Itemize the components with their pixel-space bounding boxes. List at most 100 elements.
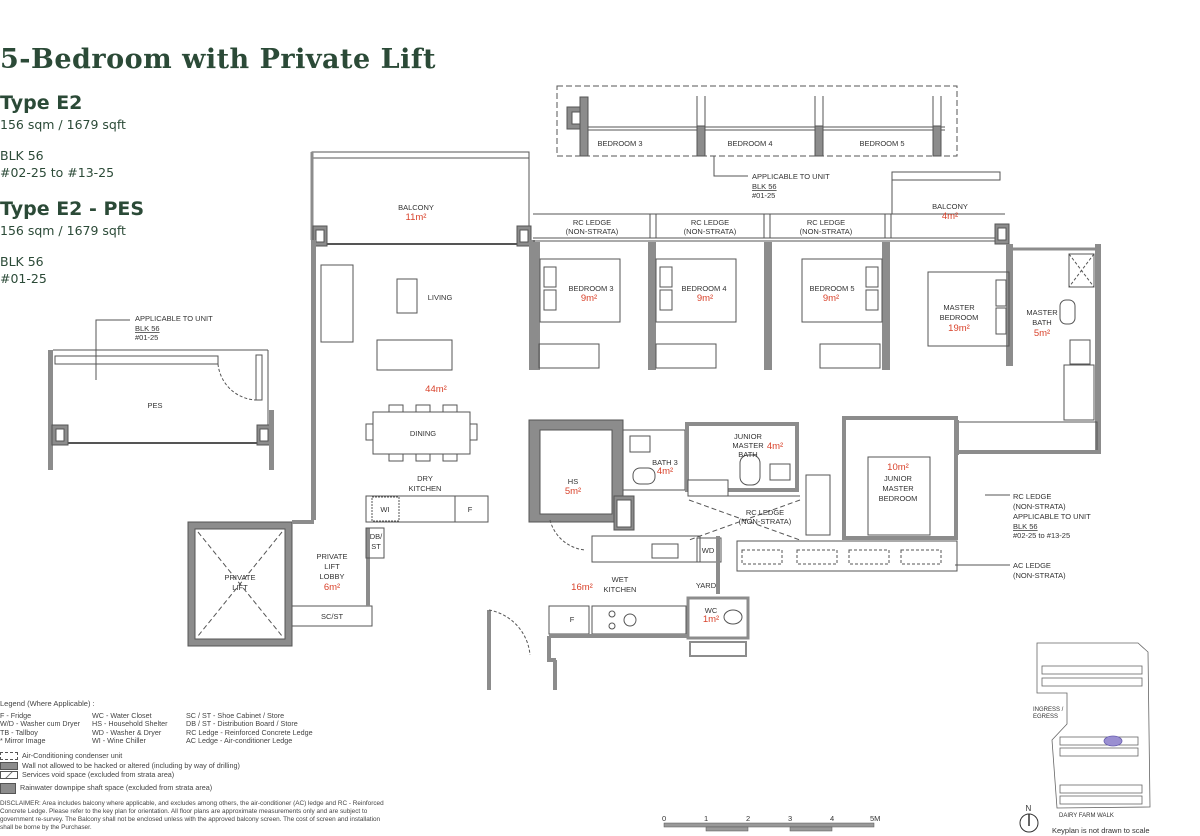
legend-symbol-label: Services void space (excluded from strat…: [22, 770, 175, 780]
legend-symbol-label: Rainwater downpipe shaft space (excluded…: [20, 782, 213, 792]
svg-text:BLK 56: BLK 56: [135, 324, 160, 333]
svg-text:BALCONY: BALCONY: [932, 202, 968, 211]
keyplan-note: Keyplan is not drawn to scale: [1052, 826, 1150, 835]
svg-text:HS: HS: [568, 477, 578, 486]
svg-text:(NON-STRATA): (NON-STRATA): [1013, 571, 1066, 580]
pes-variant-bedrooms-strip: [556, 85, 958, 157]
services-void-icon: [0, 771, 18, 780]
legend-item: W/D - Washer cum Dryer: [0, 719, 80, 729]
svg-text:BEDROOM: BEDROOM: [879, 494, 918, 503]
svg-text:KITCHEN: KITCHEN: [604, 585, 637, 594]
svg-text:1m²: 1m²: [703, 614, 719, 625]
svg-text:#01-25: #01-25: [135, 333, 158, 342]
svg-text:5m²: 5m²: [565, 486, 581, 497]
svg-text:3: 3: [788, 814, 792, 823]
svg-text:PRIVATE: PRIVATE: [317, 552, 348, 561]
svg-text:ST: ST: [371, 542, 381, 551]
rainwater-shaft-icon: [0, 782, 16, 794]
svg-text:BALCONY: BALCONY: [398, 203, 434, 212]
svg-text:DAIRY FARM WALK: DAIRY FARM WALK: [1059, 813, 1114, 819]
svg-text:N: N: [1026, 804, 1032, 813]
legend-title: Legend (Where Applicable) :: [0, 699, 95, 708]
legend-symbol-label: Air-Conditioning condenser unit: [22, 750, 123, 760]
svg-text:2: 2: [746, 814, 750, 823]
legend-item: F - Fridge: [0, 710, 32, 720]
unit-type-e2-units: #02-25 to #13-25: [0, 165, 115, 180]
unit-type-e2: Type E2: [0, 92, 83, 114]
legend-item: TB - Tallboy: [0, 727, 38, 737]
svg-text:4m²: 4m²: [767, 441, 783, 452]
svg-text:PES: PES: [147, 401, 162, 410]
unit-type-e2-block: BLK 56: [0, 148, 44, 163]
svg-text:APPLICABLE TO UNIT: APPLICABLE TO UNIT: [752, 172, 830, 181]
ac-condenser-icon: [0, 752, 18, 761]
svg-text:JUNIOR: JUNIOR: [734, 432, 763, 441]
svg-text:16m²: 16m²: [571, 582, 593, 593]
svg-text:WI: WI: [380, 505, 389, 514]
svg-text:BATH: BATH: [738, 450, 757, 459]
svg-text:#01-25: #01-25: [752, 191, 775, 200]
legend-item: SC / ST - Shoe Cabinet / Store: [186, 710, 285, 720]
svg-text:5M: 5M: [870, 814, 880, 823]
svg-text:BEDROOM 3: BEDROOM 3: [597, 139, 642, 148]
svg-text:(NON-STRATA): (NON-STRATA): [800, 227, 853, 236]
legend-item: WC - Water Closet: [92, 710, 152, 720]
svg-text:RC LEDGE: RC LEDGE: [573, 218, 611, 227]
svg-text:LOBBY: LOBBY: [319, 572, 344, 581]
svg-text:BATH: BATH: [1032, 318, 1051, 327]
legend: Legend (Where Applicable) : F - Fridge W…: [0, 699, 420, 832]
svg-text:RC LEDGE: RC LEDGE: [746, 508, 784, 517]
legend-item: * Mirror Image: [0, 736, 46, 746]
svg-text:9m²: 9m²: [823, 293, 839, 304]
svg-text:1: 1: [704, 814, 708, 823]
svg-text:BEDROOM: BEDROOM: [940, 313, 979, 322]
svg-text:10m²: 10m²: [887, 462, 909, 473]
legend-item: DB / ST - Distribution Board / Store: [186, 719, 298, 729]
svg-text:MASTER: MASTER: [732, 441, 764, 450]
svg-text:YARD: YARD: [696, 581, 717, 590]
svg-text:BEDROOM 5: BEDROOM 5: [859, 139, 904, 148]
keyplan: INGRESS / EGRESS DAIRY FARM WALK: [1033, 642, 1151, 819]
svg-text:EGRESS: EGRESS: [1033, 714, 1058, 720]
svg-text:44m²: 44m²: [425, 384, 447, 395]
unit-type-e2-pes: Type E2 - PES: [0, 198, 145, 220]
svg-text:WC: WC: [705, 606, 718, 615]
svg-text:0: 0: [662, 814, 666, 823]
svg-text:4m²: 4m²: [657, 466, 673, 477]
svg-text:BLK 56: BLK 56: [1013, 522, 1038, 531]
svg-text:AC LEDGE: AC LEDGE: [1013, 561, 1051, 570]
disclaimer: DISCLAIMER: Area includes balcony where …: [0, 799, 384, 831]
svg-text:LIFT: LIFT: [232, 583, 248, 592]
svg-text:DINING: DINING: [410, 429, 436, 438]
svg-text:BEDROOM 4: BEDROOM 4: [681, 284, 726, 293]
legend-item: RC Ledge - Reinforced Concrete Ledge: [186, 727, 313, 737]
svg-text:APPLICABLE TO UNIT: APPLICABLE TO UNIT: [1013, 512, 1091, 521]
svg-text:WD: WD: [702, 546, 715, 555]
scale-bar: 0 1 2 3 4 5M: [662, 814, 880, 832]
legend-item: WD - Washer & Dryer: [92, 727, 162, 737]
svg-text:INGRESS /: INGRESS /: [1033, 707, 1064, 713]
svg-text:WET: WET: [612, 575, 629, 584]
structural-wall-icon: [0, 761, 18, 770]
svg-text:BEDROOM 4: BEDROOM 4: [727, 139, 772, 148]
svg-text:PRIVATE: PRIVATE: [225, 573, 256, 582]
svg-text:BATH 3: BATH 3: [652, 458, 678, 467]
svg-text:4: 4: [830, 814, 834, 823]
legend-symbol-label: Wall not allowed to be hacked or altered…: [22, 760, 240, 770]
svg-text:DRY: DRY: [417, 474, 433, 483]
svg-text:MASTER: MASTER: [882, 484, 914, 493]
svg-text:DB/: DB/: [370, 532, 383, 541]
svg-text:KITCHEN: KITCHEN: [409, 484, 442, 493]
svg-text:F: F: [570, 615, 575, 624]
svg-text:RC LEDGE: RC LEDGE: [807, 218, 845, 227]
legend-item: HS - Household Shelter: [92, 719, 168, 729]
svg-text:19m²: 19m²: [948, 323, 970, 334]
svg-text:#02-25 to #13-25: #02-25 to #13-25: [1013, 531, 1070, 540]
svg-text:LIVING: LIVING: [428, 293, 453, 302]
svg-text:BLK 56: BLK 56: [752, 182, 777, 191]
north-compass-icon: N: [1019, 804, 1039, 833]
svg-text:9m²: 9m²: [581, 293, 597, 304]
svg-text:BEDROOM 3: BEDROOM 3: [568, 284, 613, 293]
unit-type-e2-area: 156 sqm / 1679 sqft: [0, 117, 126, 132]
